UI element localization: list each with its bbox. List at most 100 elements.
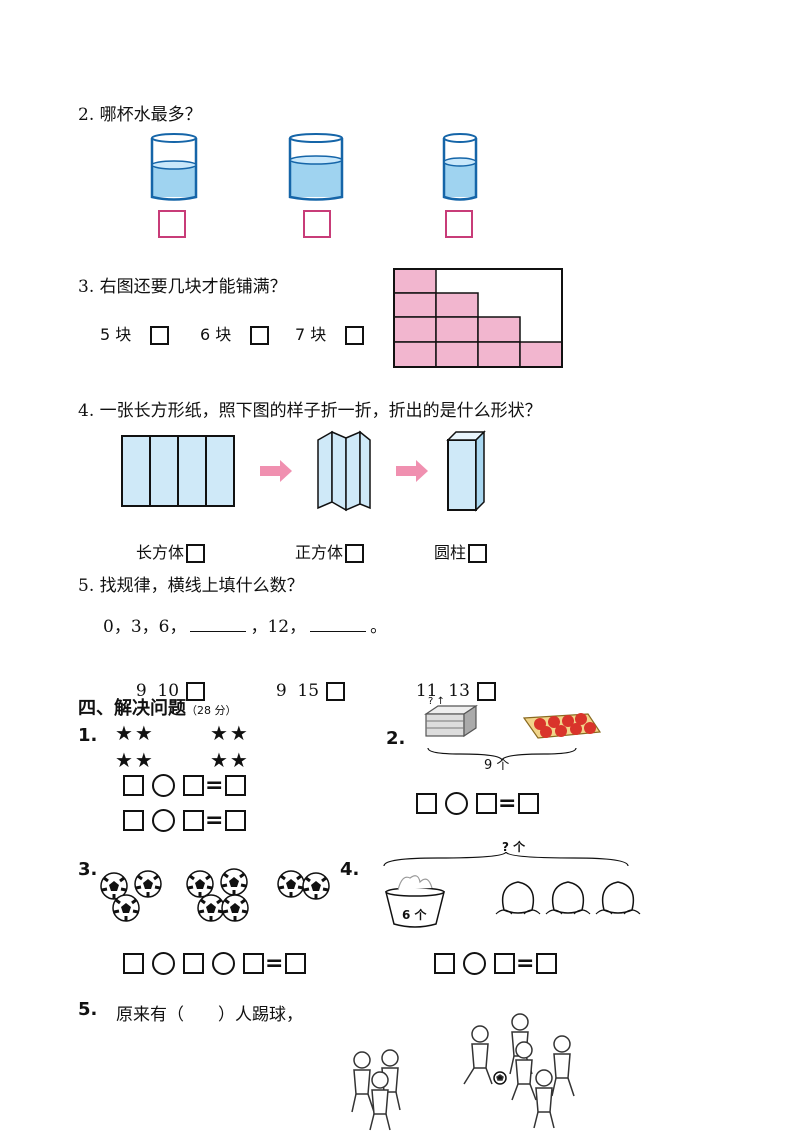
q5-checkbox-3[interactable]: [477, 682, 497, 701]
operator-circle[interactable]: [152, 773, 175, 797]
p4-figure: [383, 852, 641, 928]
seq-mid: ，12，: [250, 617, 307, 637]
operand-box[interactable]: [183, 774, 204, 796]
q4-checkbox-2[interactable]: [345, 544, 365, 563]
section-4-points: （28 分）: [186, 704, 237, 717]
answer-box-cup-2[interactable]: [303, 210, 331, 238]
q3-checkbox-1[interactable]: [150, 326, 170, 345]
folded-prism: [446, 430, 486, 512]
answer-box-cup-3[interactable]: [445, 210, 473, 238]
q3-checkbox-2[interactable]: [250, 326, 270, 345]
q5-option-1[interactable]: 9 10: [125, 661, 206, 701]
p4-number: 4.: [340, 859, 360, 880]
equals-sign: =: [205, 772, 225, 798]
operand-box[interactable]: [416, 792, 437, 814]
p1-number: 1.: [78, 725, 98, 746]
cup-1: [150, 133, 198, 201]
operator-circle[interactable]: [152, 808, 175, 832]
q3-option-1-label: 5 块: [100, 325, 132, 344]
operator-circle[interactable]: [445, 791, 468, 815]
operand-box[interactable]: [123, 952, 144, 974]
tile-grid-figure: [393, 268, 563, 368]
q3-option-3[interactable]: 7 块: [295, 321, 365, 345]
bowl: [385, 875, 445, 928]
ball-group-1: [99, 869, 163, 923]
arrow-2-icon: [396, 460, 428, 482]
q4-option-3-label: 圆柱: [434, 543, 467, 562]
q4-option-3[interactable]: 圆柱: [434, 539, 488, 563]
operator-circle[interactable]: [212, 951, 235, 975]
q5-checkbox-1[interactable]: [186, 682, 206, 701]
section-4-title-text: 四、解决问题: [78, 698, 186, 719]
q3-option-2-label: 6 块: [200, 325, 232, 344]
equals-sign: =: [516, 950, 536, 976]
soccer-balls-figure: [99, 868, 331, 923]
star-group-1a: ★★: [115, 721, 155, 745]
q4-option-2[interactable]: 正方体: [295, 539, 365, 563]
operand-box[interactable]: [494, 952, 515, 974]
ball-group-3: [276, 869, 331, 901]
q3-text: 3. 右图还要几块才能铺满？: [78, 277, 287, 297]
p2-figure: [424, 704, 602, 762]
star-group-2a: ★★: [210, 721, 250, 745]
kids-playing-figure: [351, 1013, 575, 1131]
result-box[interactable]: [285, 952, 307, 974]
peaches: [495, 881, 641, 915]
p3-equation[interactable]: =: [123, 950, 307, 976]
q4-option-1-label: 长方体: [136, 543, 185, 562]
result-box[interactable]: [225, 809, 247, 831]
p5-number: 5.: [78, 999, 98, 1020]
seq-end: 。: [370, 617, 388, 637]
seq-start: 0，3，6，: [103, 617, 187, 637]
q4-option-1[interactable]: 长方体: [136, 539, 206, 563]
paper-folding-figure: [121, 430, 486, 512]
q4-option-2-label: 正方体: [295, 543, 344, 562]
q5-option-3-label: 11 13: [415, 681, 470, 701]
q4-checkbox-1[interactable]: [186, 544, 206, 563]
p1-equation-1[interactable]: =: [123, 772, 247, 798]
blank-2[interactable]: [310, 630, 367, 632]
operator-circle[interactable]: [463, 951, 486, 975]
operator-circle[interactable]: [152, 951, 175, 975]
q5-checkbox-2[interactable]: [326, 682, 346, 701]
p2-question-marks: ? ↑: [428, 696, 445, 707]
operand-box[interactable]: [183, 809, 204, 831]
operand-box[interactable]: [123, 809, 144, 831]
section-4-title: 四、解决问题（28 分）: [78, 694, 237, 720]
box-stack: [424, 704, 478, 738]
answer-box-cup-1[interactable]: [158, 210, 186, 238]
star-group-1b: ★★: [115, 748, 155, 772]
water-cups: [150, 133, 478, 201]
q3-option-1[interactable]: 5 块: [100, 321, 170, 345]
folding-paper: [317, 430, 371, 512]
blank-1[interactable]: [190, 630, 247, 632]
p2-brace-label: 9 个: [484, 758, 510, 773]
result-box[interactable]: [225, 774, 247, 796]
p2-equation[interactable]: =: [416, 790, 540, 816]
p2-number: 2.: [386, 728, 406, 749]
equals-sign: =: [265, 950, 285, 976]
q3-option-2[interactable]: 6 块: [200, 321, 270, 345]
p4-equation[interactable]: =: [434, 950, 558, 976]
q2-text: 2. 哪杯水最多？: [78, 105, 202, 125]
result-box[interactable]: [536, 952, 558, 974]
p1-equation-2[interactable]: =: [123, 807, 247, 833]
p4-brace-label: ? 个: [502, 840, 526, 854]
q4-checkbox-3[interactable]: [468, 544, 488, 563]
operand-box[interactable]: [434, 952, 455, 974]
operand-box[interactable]: [243, 952, 264, 974]
operand-box[interactable]: [123, 774, 144, 796]
q3-checkbox-3[interactable]: [345, 326, 365, 345]
p4-basket-label: 6 个: [402, 908, 427, 922]
p5-text: 原来有（ ）人踢球，: [116, 1005, 303, 1025]
operand-box[interactable]: [476, 792, 497, 814]
q3-option-3-label: 7 块: [295, 325, 327, 344]
q5-option-3[interactable]: 11 13: [405, 661, 497, 701]
equals-sign: =: [205, 807, 225, 833]
q5-text: 5. 找规律，横线上填什么数？: [78, 576, 304, 596]
operand-box[interactable]: [183, 952, 204, 974]
result-box[interactable]: [518, 792, 540, 814]
q4-text: 4. 一张长方形纸，照下图的样子折一折，折出的是什么形状？: [78, 401, 542, 421]
q5-option-2[interactable]: 9 15: [265, 661, 346, 701]
star-group-2b: ★★: [210, 748, 250, 772]
